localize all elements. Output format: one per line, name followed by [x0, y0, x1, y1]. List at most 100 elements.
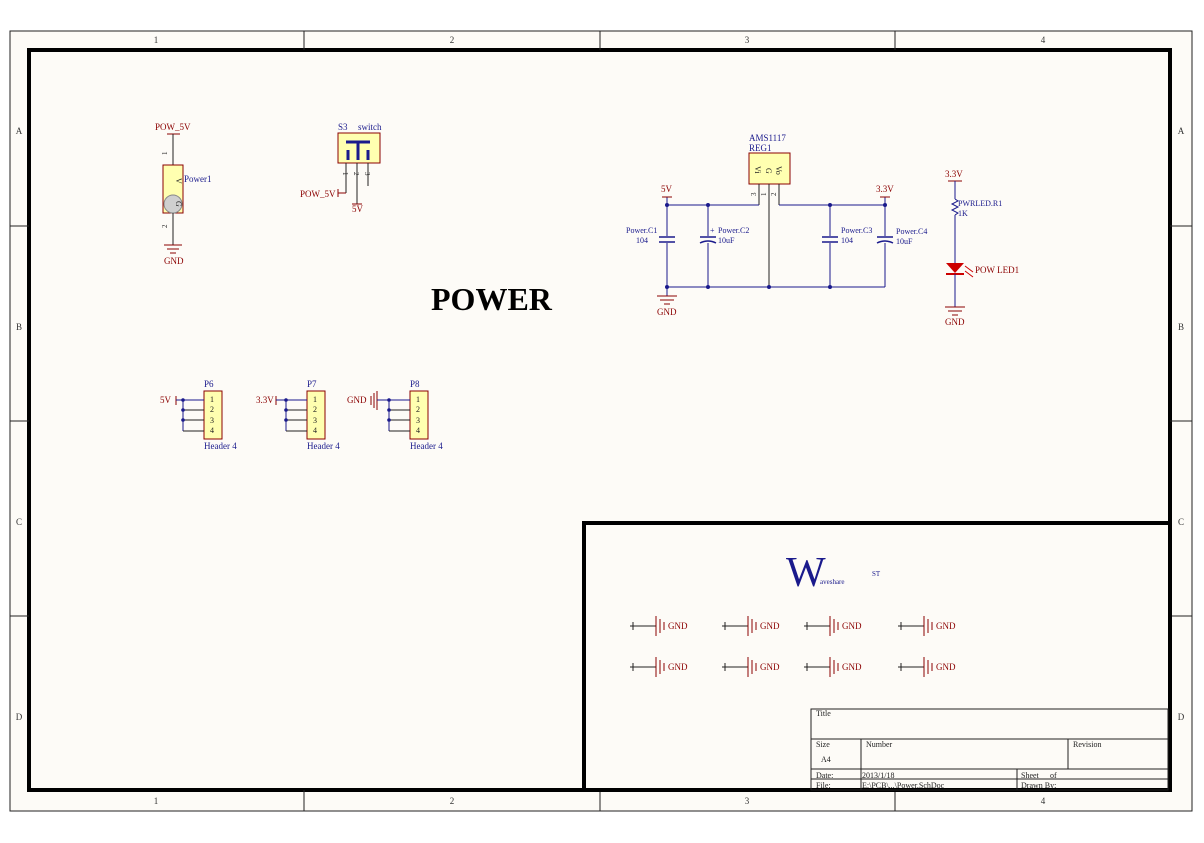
gnd-symbols: GND GND GND GND GND GND GND GND [630, 616, 956, 677]
header-p7-net: 3.3V [256, 395, 274, 405]
header-p8-net: GND [347, 395, 367, 405]
gnd-symbol-2: GND [722, 616, 780, 636]
zone-label-top-2: 2 [450, 35, 455, 45]
switch-s3[interactable] [337, 132, 381, 205]
led-net-top: 3.3V [945, 169, 963, 179]
led-net-bottom: GND [945, 317, 965, 327]
regulator-net-in: 5V [661, 184, 673, 194]
power-jack-label-g: G [174, 201, 183, 207]
cap-c4-name: Power.C4 [896, 227, 927, 236]
zone-ticks [10, 31, 1192, 811]
header-p7-designator: P7 [307, 379, 317, 389]
power-jack-net-bottom: GND [164, 256, 184, 266]
size-value: A4 [821, 755, 831, 764]
gnd-symbol-label: GND [668, 621, 688, 631]
cap-c3-value: 104 [841, 236, 853, 245]
zone-label-top-4: 4 [1041, 35, 1046, 45]
regulator-pin-label-g: G [764, 168, 773, 174]
power-jack-label-v: V [174, 178, 183, 184]
zone-label-bottom-3: 3 [745, 796, 750, 806]
regulator-pin-label-vi: Vi [753, 166, 762, 174]
regulator-pin-num-1: 1 [760, 192, 768, 196]
led-resistor-name: PWRLED.R1 [958, 199, 1002, 208]
regulator-net-gnd: GND [657, 307, 677, 317]
header-p6-pin2: 2 [210, 405, 214, 414]
zone-label-bottom-1: 1 [154, 796, 159, 806]
header-p8-pin2: 2 [416, 405, 420, 414]
gnd-symbol-6: GND [722, 657, 780, 677]
regulator-pin-label-vo: Vo [774, 166, 783, 175]
title-block [810, 708, 1169, 791]
revision-label: Revision [1073, 740, 1101, 749]
date-value: 2013/1/18 [862, 771, 894, 780]
file-label: File: [816, 781, 831, 790]
logo-initial: W [786, 550, 826, 596]
header-p6-designator: P6 [204, 379, 214, 389]
header-p7-comment: Header 4 [307, 441, 340, 451]
led-designator: POW LED1 [975, 265, 1019, 275]
header-p7-pin2: 2 [313, 405, 317, 414]
header-p6-net: 5V [160, 395, 172, 405]
header-p7[interactable] [275, 390, 326, 440]
cap-c1-value: 104 [636, 236, 648, 245]
regulator-circuit[interactable] [657, 152, 894, 305]
zone-label-right-c: C [1178, 517, 1184, 527]
gnd-symbol-label: GND [668, 662, 688, 672]
regulator-net-out: 3.3V [876, 184, 894, 194]
switch-pin1: 1 [341, 172, 349, 176]
header-p7-pin1: 1 [313, 395, 317, 404]
header-p6[interactable] [175, 390, 223, 440]
power-jack-net-top: POW_5V [155, 122, 191, 132]
zone-label-right-a: A [1178, 126, 1185, 136]
gnd-symbol-label: GND [760, 662, 780, 672]
number-label: Number [866, 740, 893, 749]
power-jack-designator: Power1 [184, 174, 212, 184]
logo-suffix: ST [872, 570, 881, 578]
zone-label-right-b: B [1178, 322, 1184, 332]
gnd-symbol-3: GND [804, 616, 862, 636]
sheet-title: POWER [431, 281, 553, 317]
header-p8-comment: Header 4 [410, 441, 443, 451]
cap-c1-name: Power.C1 [626, 226, 657, 235]
zone-label-left-c: C [16, 517, 22, 527]
zone-label-bottom-2: 2 [450, 796, 455, 806]
regulator-designator: REG1 [749, 143, 772, 153]
header-p6-pin3: 3 [210, 416, 214, 425]
header-p7-pin3: 3 [313, 416, 317, 425]
header-p8-pin3: 3 [416, 416, 420, 425]
gnd-symbol-8: GND [898, 657, 956, 677]
switch-pin2: 2 [352, 172, 360, 176]
gnd-symbol-4: GND [898, 616, 956, 636]
switch-designator: S3 [338, 122, 348, 132]
header-p7-pin4: 4 [313, 426, 317, 435]
gnd-symbol-7: GND [804, 657, 862, 677]
logo-rest: aveshare [820, 578, 844, 586]
power-jack[interactable] [162, 133, 184, 254]
title-label: Title [816, 709, 831, 718]
zone-label-left-d: D [16, 712, 23, 722]
gnd-symbol-label: GND [842, 621, 862, 631]
header-p8-pin4: 4 [416, 426, 420, 435]
zone-label-top-3: 3 [745, 35, 750, 45]
header-p8-designator: P8 [410, 379, 420, 389]
gnd-symbol-1: GND [630, 616, 688, 636]
date-label: Date: [816, 771, 833, 780]
gnd-symbol-label: GND [842, 662, 862, 672]
power-jack-pin1: 1 [161, 151, 169, 155]
file-value: E:\PCB\...\Power.SchDoc [862, 781, 945, 790]
zone-label-bottom-4: 4 [1041, 796, 1046, 806]
sheet-label: Sheet [1021, 771, 1040, 780]
regulator-pin-num-3: 3 [750, 192, 758, 196]
regulator-comment: AMS1117 [749, 133, 786, 143]
drawn-by-label: Drawn By: [1021, 781, 1056, 790]
cap-c3-name: Power.C3 [841, 226, 872, 235]
gnd-symbol-label: GND [760, 621, 780, 631]
header-p6-pin4: 4 [210, 426, 214, 435]
power-led-circuit[interactable] [945, 180, 974, 316]
switch-pin3: 3 [363, 172, 371, 176]
header-p8[interactable] [370, 390, 429, 440]
size-label: Size [816, 740, 830, 749]
header-p8-pin1: 1 [416, 395, 420, 404]
zone-label-top-1: 1 [154, 35, 159, 45]
power-jack-pin2: 2 [161, 224, 169, 228]
